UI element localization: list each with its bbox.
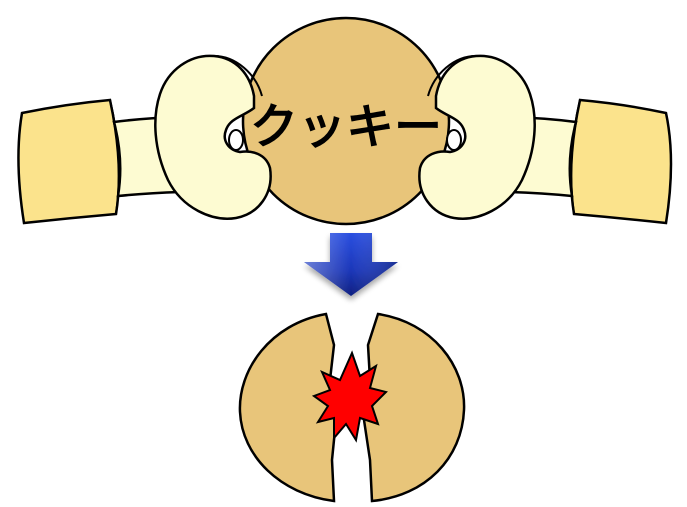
right-sleeve (571, 100, 671, 223)
broken-cookie-right-half (364, 314, 464, 501)
right-arm (419, 56, 671, 223)
down-arrow-icon (304, 233, 398, 296)
left-arm (18, 56, 270, 223)
left-sleeve (18, 100, 118, 223)
cookie-label: クッキー (250, 99, 442, 155)
broken-cookie-left-half (240, 314, 336, 501)
